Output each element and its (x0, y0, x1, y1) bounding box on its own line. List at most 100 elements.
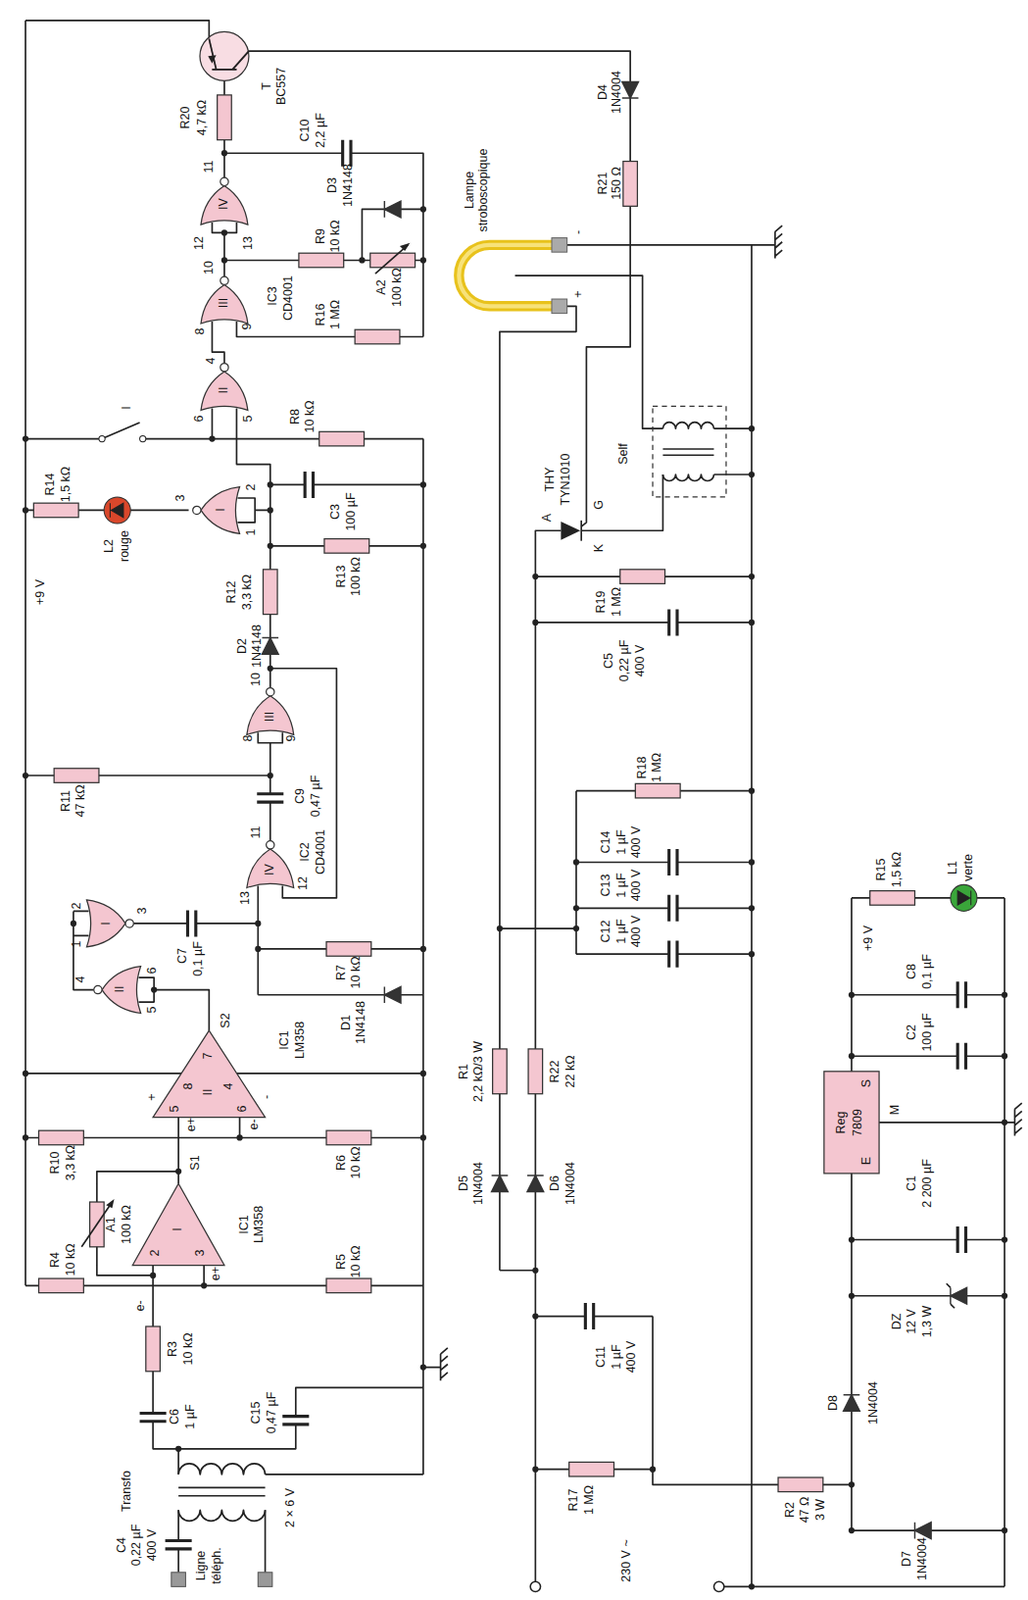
component-label: R11 (59, 789, 74, 812)
component-label: 11 (249, 826, 264, 839)
component-label: 400 V (625, 1340, 639, 1373)
component-label: 4 (222, 1082, 237, 1090)
component-label: 3 W (814, 1498, 829, 1520)
component-label: 6 (146, 966, 160, 974)
component-label: R10 (48, 1151, 63, 1175)
component-label: I (99, 921, 114, 925)
component-label: 0,47 µF (265, 1391, 280, 1434)
component-label: 1 (244, 529, 259, 537)
component-label: 0,47 µF (309, 774, 324, 817)
component-label: 9 (241, 323, 255, 331)
component-label: 100 kΩ (391, 268, 405, 308)
ground-symbol (440, 225, 1023, 1380)
component-label: R9 (314, 228, 329, 245)
component-label: I (120, 406, 135, 410)
component-label: C15 (249, 1401, 264, 1424)
component-label: 400 V (146, 1527, 160, 1561)
component-label: 2 (244, 484, 259, 491)
component-label: R19 (594, 590, 609, 614)
component-label: 7809 (851, 1108, 866, 1136)
component-label: D5 (457, 1174, 472, 1191)
component-label: 3,3 kΩ (241, 573, 255, 609)
component-label: 100 kΩ (349, 556, 364, 596)
component-label: 47 Ω (798, 1496, 813, 1523)
component-label: Transfo (120, 1469, 135, 1512)
component-label: 230 V ~ (620, 1538, 635, 1581)
diode-symbol (261, 81, 967, 1538)
component-label: C10 (298, 119, 313, 143)
component-label: 3 (194, 1248, 208, 1256)
component-label: A1 (105, 1216, 120, 1231)
component-label: e- (247, 1118, 262, 1129)
wires (25, 20, 1015, 1586)
component-label: T (260, 83, 275, 92)
component-label: TYN1010 (559, 453, 574, 506)
component-label: III (263, 710, 278, 721)
component-label: 10 (203, 260, 218, 275)
component-label: 10 kΩ (330, 220, 344, 253)
component-label: 5 (146, 1006, 160, 1014)
component-label: D1 (340, 1014, 354, 1030)
component-label: 1N4004 (472, 1161, 487, 1205)
component-label: C4 (115, 1536, 130, 1553)
component-label: 1 µF (610, 1343, 625, 1369)
component-label: III (217, 297, 232, 308)
component-label: II (201, 1087, 216, 1095)
component-label: 2,2 µF (314, 112, 329, 148)
component-label: Ligne (195, 1550, 209, 1581)
component-label: R7 (335, 964, 349, 980)
component-label: 4 (205, 357, 220, 365)
component-label: verte (962, 853, 977, 882)
component-label: C3 (330, 503, 344, 520)
nor-gate (86, 177, 294, 1013)
component-label: CD4001 (282, 275, 296, 321)
component-label: L2 (103, 538, 118, 553)
component-label: 400 V (634, 644, 648, 678)
component-label: 10 kΩ (349, 1146, 364, 1179)
component-label: 100 kΩ (120, 1204, 135, 1244)
component-label: 10 kΩ (304, 399, 319, 433)
component-label: 1 MΩ (610, 587, 625, 617)
component-label: 4 (74, 976, 89, 983)
component-label: R22 (548, 1059, 563, 1082)
component-label: I (214, 508, 229, 512)
component-label: téléph. (210, 1547, 225, 1585)
component-label: C1 (906, 1174, 921, 1191)
component-label: R2 (783, 1501, 798, 1518)
component-label: CD4001 (314, 829, 329, 875)
component-label: D4 (596, 84, 611, 100)
component-label: 22 kΩ (564, 1054, 579, 1087)
strobe-lamp (458, 238, 567, 314)
component-label: IV (263, 863, 278, 876)
component-label: rouge (118, 530, 133, 562)
transistor-symbol (199, 31, 249, 81)
component-label: 3 (174, 493, 189, 501)
component-label: S1 (189, 1155, 203, 1171)
capacitor-symbol (139, 139, 967, 1549)
component-label: R18 (636, 755, 650, 779)
component-label: C8 (906, 963, 921, 980)
component-label: D6 (548, 1174, 563, 1191)
component-label: +9 V (34, 579, 49, 605)
terminal (171, 1571, 725, 1592)
component-label: S2 (219, 1012, 234, 1028)
component-label: 10 (249, 672, 264, 686)
component-label: 13 (242, 236, 256, 250)
component-label: 10 kΩ (64, 1243, 79, 1276)
component-label: IV (217, 197, 232, 210)
regulator-box (824, 1071, 880, 1174)
component-label: I (171, 1226, 186, 1230)
switch-contact (98, 435, 147, 441)
component-label: IC1 (238, 1214, 252, 1233)
component-label: C13 (599, 874, 614, 897)
component-label: Reg (834, 1110, 849, 1133)
component-label: A2 (375, 280, 390, 295)
component-label: 8 (242, 734, 256, 742)
component-label: D3 (326, 177, 341, 194)
component-label: 6 (236, 1105, 250, 1113)
component-label: 13 (239, 890, 253, 905)
component-label: 1N4004 (564, 1161, 579, 1205)
component-label: + (146, 1092, 160, 1100)
component-label: R6 (335, 1154, 349, 1171)
